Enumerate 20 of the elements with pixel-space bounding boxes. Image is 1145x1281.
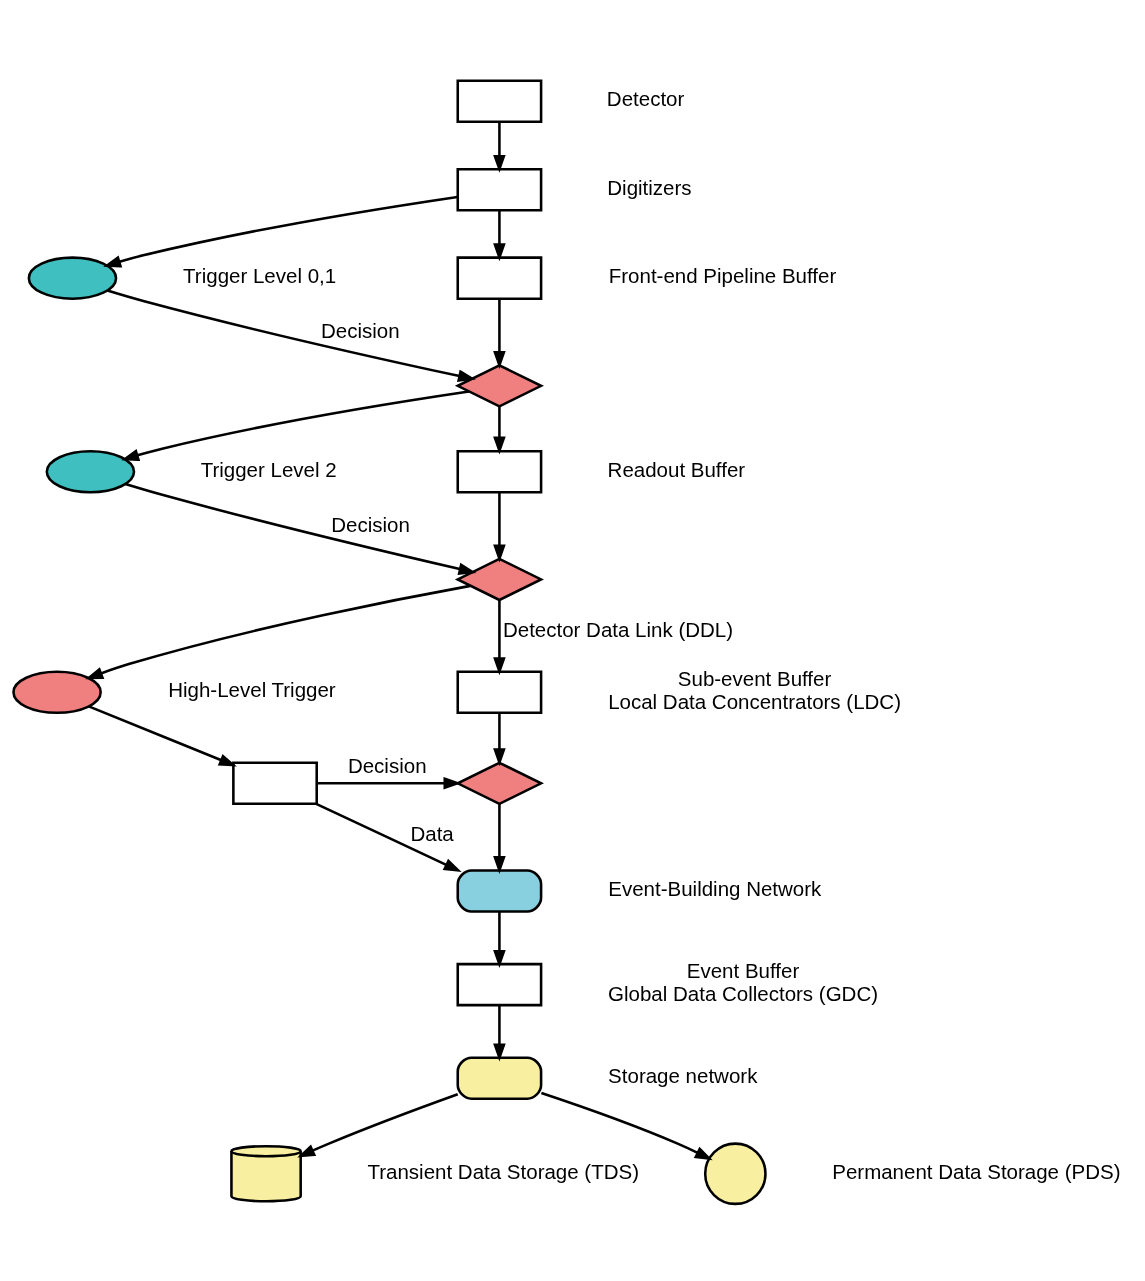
node-label: Trigger Level 2 [200,457,337,481]
node-label: Event-Building Network [608,876,822,900]
node-label: Transient Data Storage (TDS) [367,1159,640,1183]
node-label: Storage network [608,1063,758,1087]
node-label: Permanent Data Storage (PDS) [832,1159,1121,1183]
node-label: Readout Buffer [607,457,746,481]
edge-label: Data [410,821,454,845]
edge-label: Decision [347,753,427,777]
node-label: Detector [606,86,685,110]
edge-label: Detector Data Link (DDL) [502,617,734,641]
node-label: Local Data Concentrators (LDC) [608,689,901,713]
node-label: Front-end Pipeline Buffer [608,263,837,287]
node-label: Trigger Level 0,1 [183,263,337,287]
node-label: Global Data Collectors (GDC) [608,981,879,1005]
node-label: Event Buffer [686,958,800,982]
edge-label: Decision [331,512,410,536]
node-label: Sub-event Buffer [677,666,832,690]
node-label: Digitizers [607,175,692,199]
node-label: High-Level Trigger [168,677,336,701]
edge-label: Decision [320,318,400,342]
